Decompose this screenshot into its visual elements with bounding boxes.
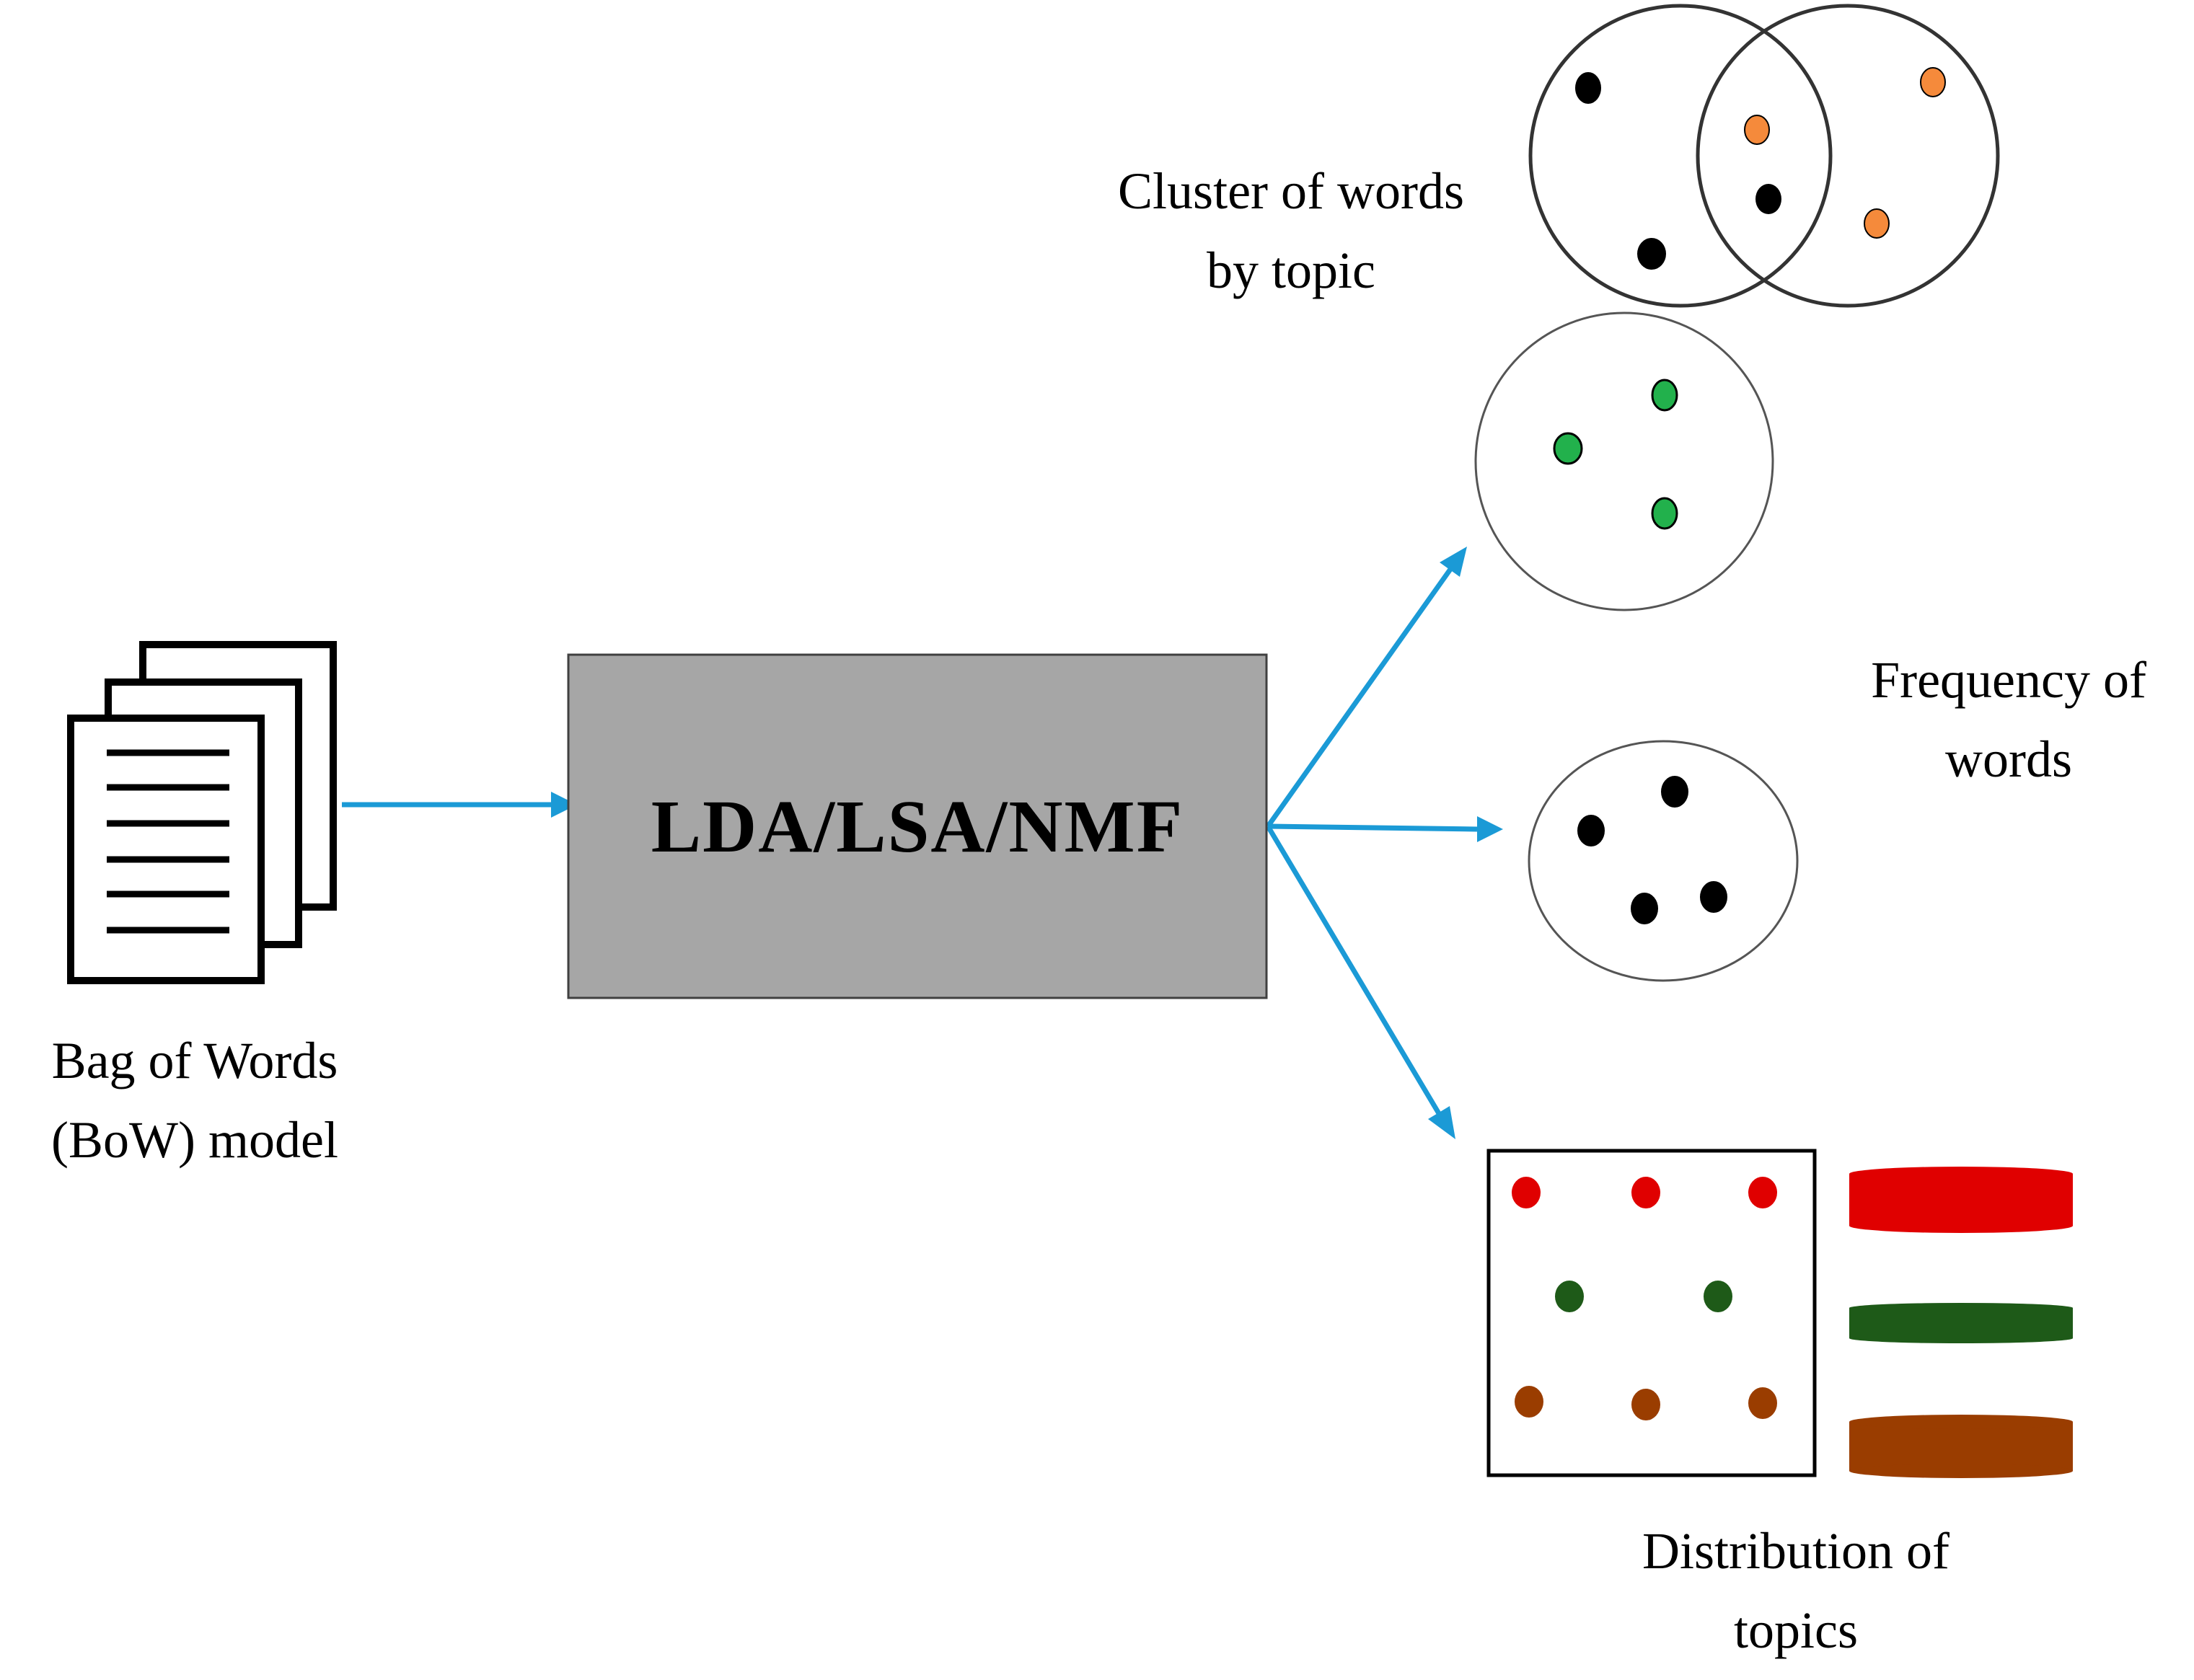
word-dot bbox=[1704, 1281, 1732, 1312]
topic-bar-green bbox=[1849, 1303, 2073, 1343]
bow-label: Bag of Words (BoW) model bbox=[0, 1021, 389, 1180]
word-dot bbox=[1555, 1281, 1584, 1312]
word-dot bbox=[1748, 1177, 1777, 1208]
method-box bbox=[567, 653, 1268, 999]
topic-bars bbox=[1849, 1167, 2073, 1478]
word-dot bbox=[1748, 1387, 1777, 1419]
arrow-to-frequency-cluster bbox=[1267, 816, 1503, 842]
word-dot bbox=[1700, 881, 1727, 913]
cluster-label-line2: by topic bbox=[1207, 242, 1375, 299]
word-dot bbox=[1577, 815, 1605, 846]
cluster-label-line1: Cluster of words bbox=[1118, 162, 1464, 220]
distribution-label-line1: Distribution of bbox=[1642, 1522, 1950, 1580]
input-arrow bbox=[342, 792, 577, 818]
arrow-to-green-cluster bbox=[1266, 547, 1467, 828]
frequency-word-cluster bbox=[1528, 740, 1799, 982]
word-dot bbox=[1631, 1177, 1660, 1208]
word-dot bbox=[1755, 184, 1781, 214]
word-dot bbox=[1575, 72, 1601, 104]
word-dot bbox=[1553, 432, 1583, 465]
word-dot bbox=[1661, 776, 1688, 808]
word-dot bbox=[1920, 67, 1946, 97]
topic-bar-brown bbox=[1849, 1415, 2073, 1478]
word-dot bbox=[1631, 893, 1658, 924]
document-stack-icon bbox=[67, 641, 337, 984]
topic-circle-left bbox=[1528, 4, 1833, 308]
distribution-label: Distribution of topics bbox=[1572, 1511, 2019, 1670]
topic-circle-right bbox=[1696, 4, 2000, 308]
word-dot bbox=[1637, 238, 1666, 270]
method-label: LDA/LSA/NMF bbox=[651, 784, 1184, 868]
frequency-label-line2: words bbox=[1945, 730, 2072, 788]
word-dot bbox=[1631, 1389, 1660, 1420]
word-dot bbox=[1515, 1386, 1543, 1418]
distribution-label-line2: topics bbox=[1734, 1601, 1858, 1659]
green-word-cluster bbox=[1474, 311, 1774, 611]
cluster-label: Cluster of words by topic bbox=[1067, 151, 1515, 310]
word-dot bbox=[1651, 379, 1678, 412]
topic-distribution-grid bbox=[1486, 1149, 1817, 1477]
bow-label-line2: (BoW) model bbox=[51, 1111, 338, 1169]
venn-cluster-diagram bbox=[1528, 4, 2000, 308]
arrow-to-distribution bbox=[1265, 825, 1455, 1139]
word-dot bbox=[1864, 208, 1890, 239]
topic-bar-red bbox=[1849, 1167, 2073, 1233]
frequency-label: Frequency of words bbox=[1825, 640, 2193, 799]
frequency-label-line1: Frequency of bbox=[1871, 651, 2146, 709]
word-dot bbox=[1651, 497, 1678, 530]
word-dot bbox=[1512, 1177, 1541, 1208]
word-dot bbox=[1744, 115, 1770, 145]
bow-label-line1: Bag of Words bbox=[51, 1032, 338, 1089]
